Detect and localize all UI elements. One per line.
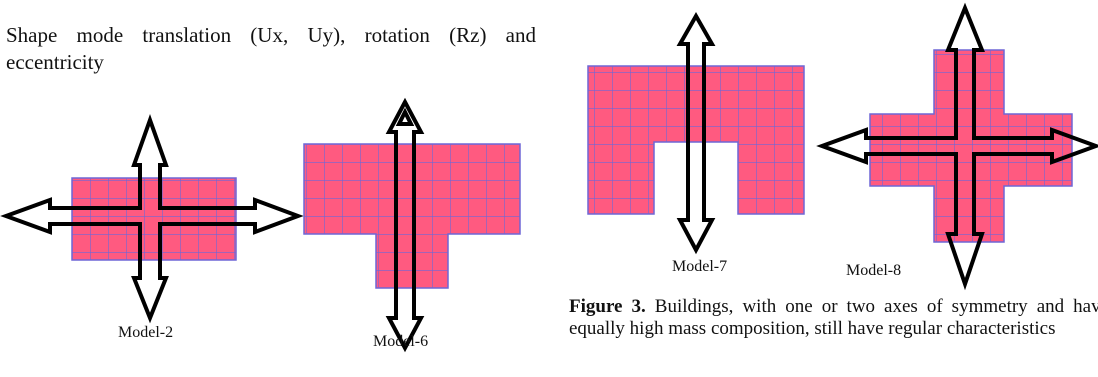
model-7-floorplan bbox=[587, 65, 805, 215]
figure-caption: Figure 3. Buildings, with one or two axe… bbox=[569, 296, 1098, 340]
model-7-label: Model-7 bbox=[672, 258, 728, 275]
model-7-figure bbox=[587, 11, 805, 255]
model-6-figure bbox=[303, 97, 521, 353]
model-2-cross-arrow bbox=[0, 114, 304, 324]
model-2-figure bbox=[0, 114, 304, 324]
model-7-vertical-arrow bbox=[676, 11, 716, 255]
model-6-label: Model-6 bbox=[373, 333, 429, 350]
model-2-label: Model-2 bbox=[118, 324, 174, 341]
caption-prefix: Figure 3. bbox=[569, 296, 646, 317]
model-2-floorplan bbox=[71, 177, 237, 261]
caption-text: Buildings, with one or two axes of symme… bbox=[569, 296, 1098, 339]
intro-paragraph: Shape mode translation (Ux, Uy), rotatio… bbox=[6, 23, 536, 74]
model-8-floorplan bbox=[869, 49, 1073, 243]
model-8-cross-arrow bbox=[816, 2, 1098, 291]
model-6-vertical-arrow bbox=[385, 97, 425, 353]
model-8-label: Model-8 bbox=[846, 262, 902, 279]
model-8-figure bbox=[816, 2, 1098, 291]
